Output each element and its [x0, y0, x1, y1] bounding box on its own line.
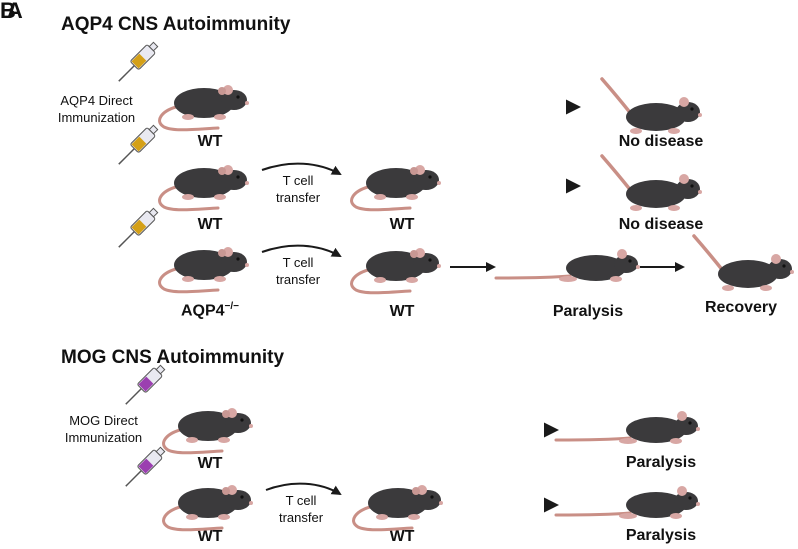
aqp4-row2-outcome-mouse [600, 154, 704, 213]
aqp4-row2-recipient-mouse [350, 163, 443, 212]
aqp4-row1-donor-mouse [158, 83, 251, 132]
syringe-icon [125, 446, 166, 487]
aqp4-direct-immunization-label: AQP4 Direct Immunization [34, 92, 159, 126]
aqp4-row1-outcome-mouse [600, 77, 704, 136]
mog-row2-transfer-arrow [265, 482, 342, 496]
mog-row2-outcome-mouse [554, 484, 702, 521]
aqp4-row3-donor: AQP4−/− [155, 301, 265, 320]
syringe-icon [125, 364, 166, 405]
aqp4-row3-outcome-paralysis: Paralysis [552, 303, 624, 320]
aqp4-row3-paralysis-mouse [494, 247, 642, 284]
mog-row2-donor: WT [197, 528, 223, 545]
mog-row1-donor-mouse [162, 406, 255, 455]
mog-direct-immunization-label: MOG Direct Immunization [41, 412, 166, 446]
aqp4-row2-recipient: WT [389, 216, 415, 233]
mog-row2-recipient-mouse [352, 483, 445, 532]
mog-row2-outcome: Paralysis [625, 527, 697, 544]
aqp4-row2-transfer-arrow [261, 162, 342, 175]
aqp4-row2-outcome: No disease [618, 216, 704, 233]
aqp4-section-title: AQP4 CNS Autoimmunity [61, 14, 291, 35]
aqp4-row3-transfer-label: T cell transfer [275, 255, 321, 287]
aqp4-row3-recipient: WT [389, 303, 415, 320]
aqp4-row1-donor: WT [197, 133, 223, 150]
aqp4-row3-outcome-recovery: Recovery [704, 299, 778, 316]
aqp4-row2-donor: WT [197, 216, 223, 233]
aqp4-direct-line1: AQP4 Direct Immunization [57, 93, 136, 125]
aqp4-row3-transfer-arrow [261, 244, 342, 257]
mog-row2-recipient: WT [389, 528, 415, 545]
mog-row2-donor-mouse [162, 483, 255, 532]
aqp4-row1-outcome: No disease [618, 133, 704, 150]
mog-row2-transfer-label: T cell transfer [278, 493, 324, 525]
aqp4-row3-donor-mouse [158, 245, 251, 294]
mog-row1-donor: WT [197, 455, 223, 472]
syringe-icon [118, 124, 159, 165]
aqp4-row2-donor-mouse [158, 163, 251, 212]
mog-row1-outcome-mouse [554, 409, 702, 446]
aqp4-row2-transfer-label: T cell transfer [275, 173, 321, 205]
aqp4-row3-recipient-mouse [350, 246, 443, 295]
aqp4-knockout-superscript: −/− [224, 301, 240, 312]
mog-section-title: MOG CNS Autoimmunity [61, 347, 285, 368]
syringe-icon [118, 41, 159, 82]
mog-row1-outcome: Paralysis [625, 454, 697, 471]
mog-direct-line1: MOG Direct Immunization [64, 413, 143, 445]
syringe-icon [118, 207, 159, 248]
aqp4-knockout-label: AQP4 [180, 302, 225, 320]
aqp4-row3-recovery-mouse [692, 234, 796, 293]
